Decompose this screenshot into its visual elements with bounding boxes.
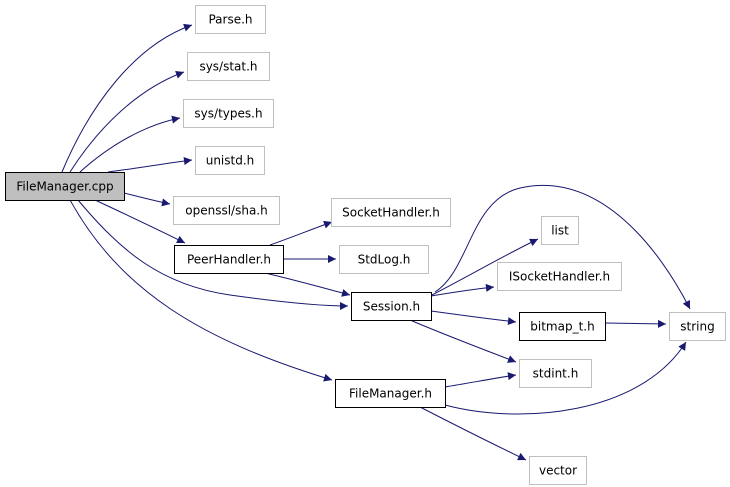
- edge-filemanager-cpp-to-unistd-h: [107, 157, 193, 173]
- node-label: bitmap_t.h: [530, 320, 594, 334]
- node-bitmap-t-h[interactable]: bitmap_t.h: [519, 312, 606, 341]
- node-string: string: [669, 312, 726, 341]
- node-session-h[interactable]: Session.h: [351, 292, 432, 321]
- edge-filemanager-cpp-to-openssl-sha-h: [123, 192, 171, 207]
- nodes-layer: FileManager.cpp Parse.h sys/stat.h sys/type…: [5, 5, 726, 485]
- node-box: [335, 379, 446, 408]
- node-sys-stat-h: sys/stat.h: [187, 52, 270, 81]
- edge-filemanager-cpp-to-filemanager-h: [69, 199, 333, 382]
- node-parse-h: Parse.h: [195, 5, 266, 34]
- node-label: stdint.h: [533, 367, 579, 381]
- node-unistd-h: unistd.h: [195, 146, 265, 175]
- node-box: [174, 245, 284, 274]
- edge-filemanager-cpp-to-peerhandler-h: [94, 199, 186, 244]
- edge-session-h-to-isockethandler-h: [430, 283, 495, 297]
- node-box: [529, 456, 587, 485]
- node-filemanager-h[interactable]: FileManager.h: [335, 379, 446, 408]
- edge-bitmap-t-h-to-string: [604, 319, 667, 328]
- node-box: [187, 52, 270, 81]
- edge-filemanager-h-to-vector: [419, 406, 527, 461]
- node-box: [5, 172, 125, 201]
- node-label: StdLog.h: [358, 253, 411, 267]
- node-box: [195, 146, 265, 175]
- node-openssl-sha-h: openssl/sha.h: [173, 196, 280, 225]
- node-box: [497, 262, 622, 291]
- node-label: FileManager.cpp: [16, 180, 113, 194]
- node-list: list: [541, 216, 579, 245]
- edge-filemanager-cpp-to-sys-types-h: [79, 115, 181, 173]
- node-label: list: [551, 224, 569, 238]
- edges-layer: [61, 23, 691, 461]
- node-label: sys/types.h: [194, 107, 262, 121]
- edge-session-h-to-stdint-h: [409, 319, 517, 363]
- node-box: [519, 312, 606, 341]
- node-vector: vector: [529, 456, 587, 485]
- node-box: [519, 359, 592, 388]
- node-filemanager-cpp: FileManager.cpp: [5, 172, 125, 201]
- node-label: Session.h: [363, 300, 420, 314]
- node-label: Parse.h: [208, 13, 252, 27]
- node-label: unistd.h: [206, 154, 255, 168]
- node-label: vector: [539, 464, 577, 478]
- node-box: [173, 196, 280, 225]
- node-box: [351, 292, 432, 321]
- edge-peerhandler-h-to-sockethandler-h: [269, 220, 333, 246]
- edge-session-h-to-string: [434, 185, 691, 310]
- edge-session-h-to-list: [429, 238, 539, 297]
- edge-filemanager-cpp-to-parse-h: [61, 23, 193, 173]
- edge-filemanager-cpp-to-sys-stat-h: [69, 70, 185, 173]
- node-sys-types-h: sys/types.h: [183, 99, 274, 128]
- edge-filemanager-cpp-to-session-h: [77, 199, 349, 310]
- node-box: [331, 198, 451, 227]
- node-box: [183, 99, 274, 128]
- node-sockethandler-h: SocketHandler.h: [331, 198, 451, 227]
- node-label: string: [680, 320, 714, 334]
- node-box: [339, 245, 429, 274]
- node-stdint-h: stdint.h: [519, 359, 592, 388]
- node-label: FileManager.h: [349, 387, 432, 401]
- edge-peerhandler-h-to-session-h: [264, 272, 351, 297]
- node-peerhandler-h[interactable]: PeerHandler.h: [174, 245, 284, 274]
- edge-filemanager-h-to-stdint-h: [444, 372, 517, 388]
- node-box: [669, 312, 726, 341]
- node-label: openssl/sha.h: [185, 204, 267, 218]
- node-isockethandler-h: ISocketHandler.h: [497, 262, 622, 291]
- node-label: sys/stat.h: [199, 60, 257, 74]
- node-stdlog-h: StdLog.h: [339, 245, 429, 274]
- node-box: [195, 5, 266, 34]
- node-box: [541, 216, 579, 245]
- edge-session-h-to-bitmap-t-h: [430, 310, 517, 326]
- node-label: SocketHandler.h: [342, 206, 440, 220]
- node-label: ISocketHandler.h: [509, 270, 610, 284]
- node-label: PeerHandler.h: [187, 253, 271, 267]
- edge-filemanager-h-to-string: [444, 341, 687, 415]
